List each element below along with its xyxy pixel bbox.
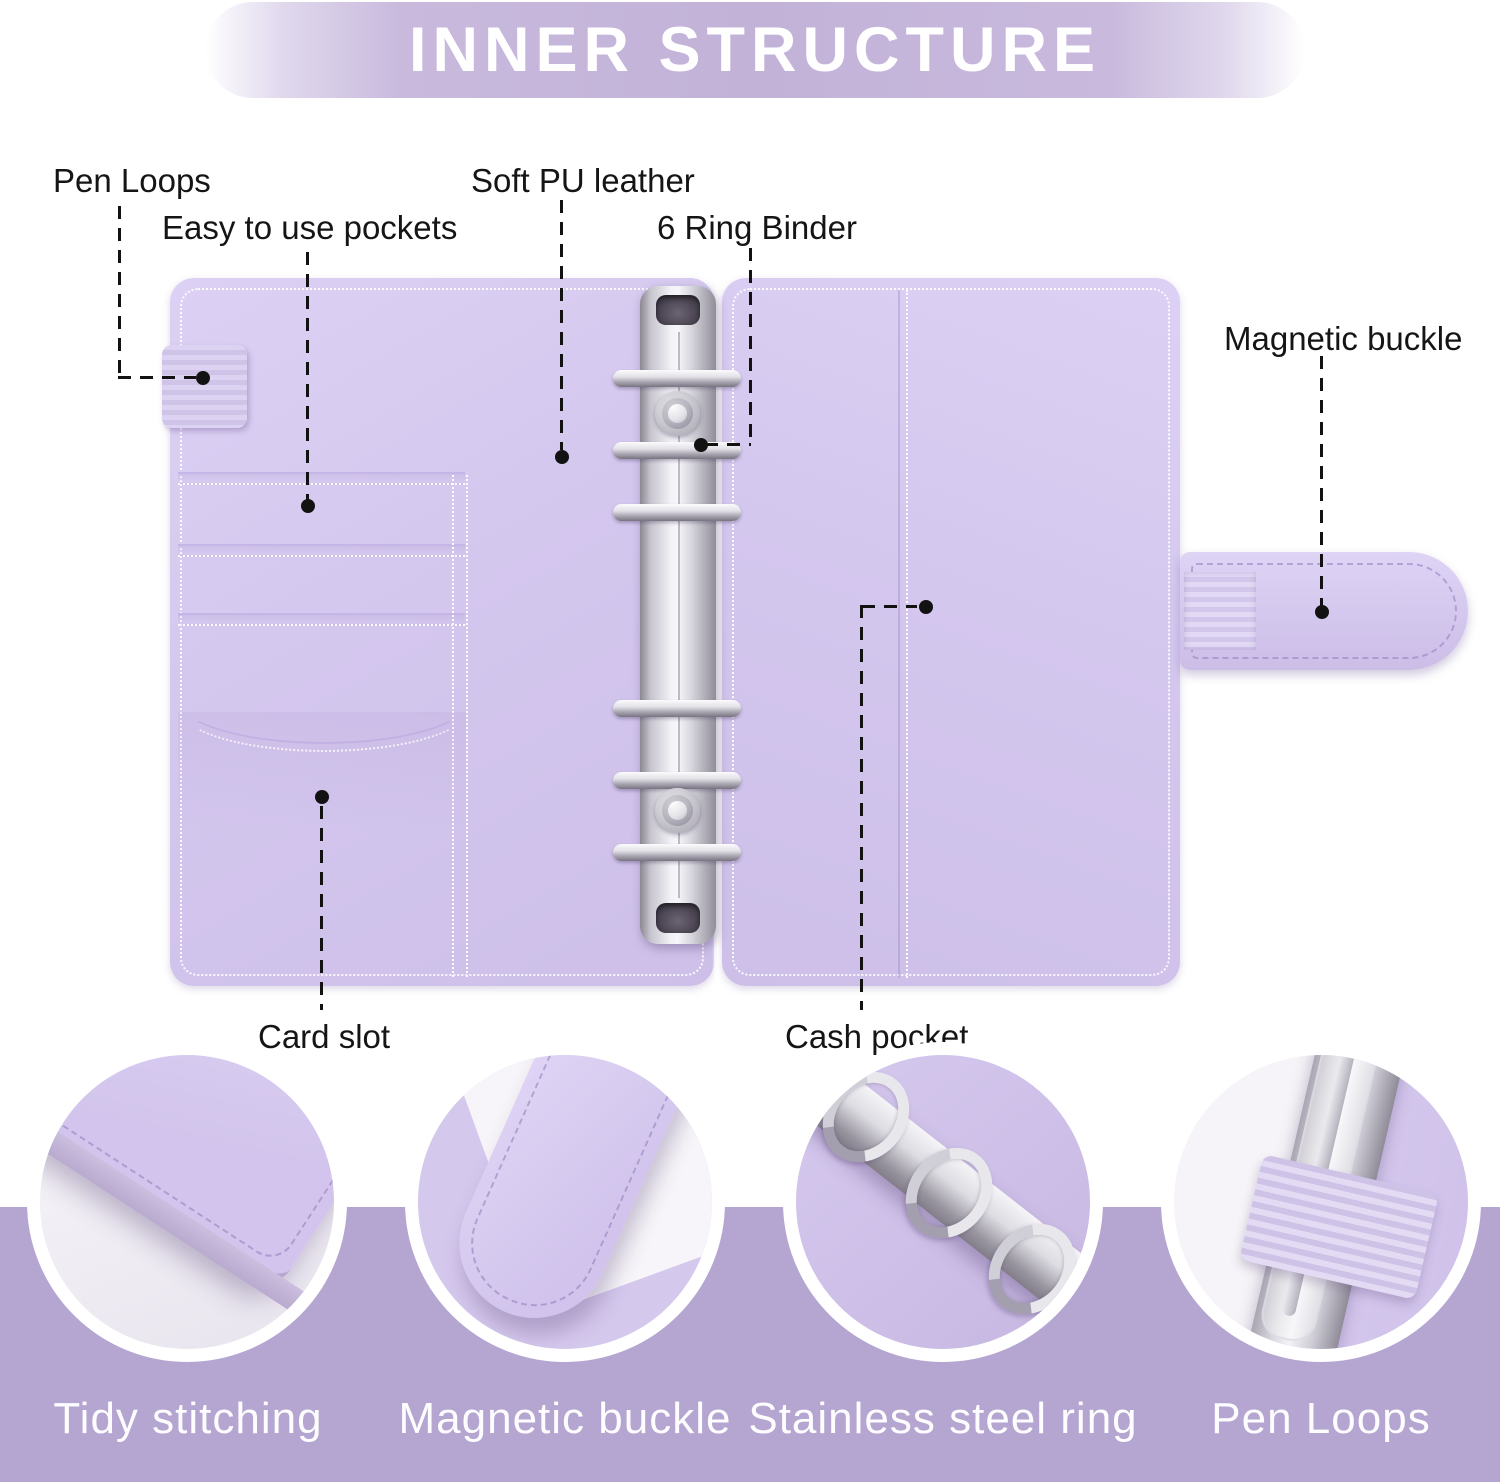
callout-label-magnetic-buckle: Magnetic buckle [1224,320,1463,357]
callout-dot-easy-pockets [301,499,315,513]
ring-bar-seam [678,332,680,898]
ring-push-button [655,788,700,833]
callout-line-magnetic-buckle [1320,356,1323,606]
callout-dot-soft-pu-leather [555,450,569,464]
callout-line-soft-pu-leather [560,200,563,450]
callout-label-pen-loops: Pen Loops [53,162,211,199]
feature-circle-tidy-stitching [27,1042,347,1362]
binder-ring [613,844,741,861]
callout-dot-six-ring-binder [694,438,708,452]
callout-dot-pen-loops [196,371,210,385]
callout-line-six-ring-binder [705,443,751,446]
right-cover-stitching [732,288,1170,976]
ring-bar-bottom-opening [656,903,700,933]
binder-ring [613,772,741,789]
pen-loop-tab [162,345,247,428]
callout-dot-cash-pocket [919,600,933,614]
cash-pocket-stitch [906,290,911,978]
callout-line-pen-loops [118,376,196,379]
right-cover-panel [722,278,1180,986]
page-title: INNER STRUCTURE [408,15,1101,85]
feature-caption-stainless-steel-ring: Stainless steel ring [748,1394,1138,1443]
feature-circle-stainless-steel-ring [783,1042,1103,1362]
callout-label-soft-pu-leather: Soft PU leather [471,162,695,199]
callout-line-cash-pocket [860,605,863,1010]
callout-label-easy-pockets: Easy to use pockets [162,209,458,246]
feature-circle-pen-loops [1161,1042,1481,1362]
binder-ring [613,370,741,387]
card-slot-seam [178,472,465,485]
magnetic-buckle-flap [1180,552,1468,670]
feature-caption-magnetic-buckle: Magnetic buckle [398,1394,732,1443]
ring-push-button [655,391,700,436]
feature-caption-pen-loops: Pen Loops [1211,1394,1431,1443]
ring-bar-top-opening [656,295,700,325]
callout-line-easy-pockets [306,252,309,500]
cash-pocket-crease [898,290,900,978]
callout-dot-card-slot [315,790,329,804]
card-pocket-stitch [176,660,472,752]
callout-dot-magnetic-buckle [1315,605,1329,619]
callout-line-card-slot [320,806,323,1010]
title-banner: INNER STRUCTURE [205,2,1305,98]
feature-circle-magnetic-buckle [405,1042,725,1362]
feature-caption-tidy-stitching: Tidy stitching [53,1394,323,1443]
flap-elastic-band [1184,572,1256,650]
card-slot-seam [178,544,465,557]
left-cover-panel [170,278,714,986]
spine-crease [712,280,722,984]
binder-ring [613,442,741,459]
callout-label-six-ring-binder: 6 Ring Binder [657,209,857,246]
binder-ring [613,504,741,521]
binder-ring [613,700,741,717]
callout-line-cash-pocket [862,605,917,608]
callout-label-card-slot: Card slot [258,1018,391,1055]
card-slot-seam [178,613,465,626]
callout-line-six-ring-binder [749,248,752,440]
callout-line-pen-loops [118,206,121,378]
